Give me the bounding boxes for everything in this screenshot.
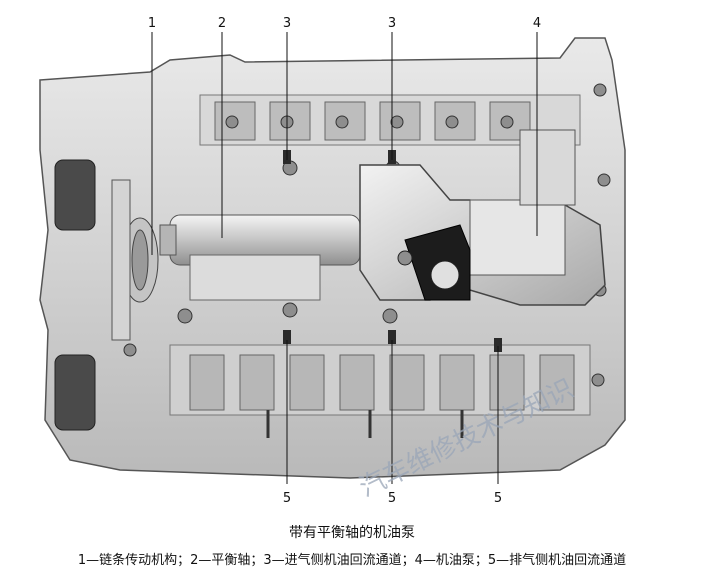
callout-5-right: 5 xyxy=(494,491,502,506)
callout-3-right: 3 xyxy=(388,16,396,31)
callout-1: 1 xyxy=(148,16,156,31)
callout-3-left: 3 xyxy=(283,16,291,31)
callout-2: 2 xyxy=(218,16,226,31)
callout-5-middle: 5 xyxy=(388,491,396,506)
callout-leaders xyxy=(151,32,538,484)
callout-4: 4 xyxy=(533,16,541,31)
figure-legend: 1—链条传动机构；2—平衡轴；3—进气侧机油回流通道；4—机油泵；5—排气侧机油… xyxy=(77,553,627,568)
chain-drive xyxy=(54,159,159,431)
figure-title: 带有平衡轴的机油泵 xyxy=(289,525,415,541)
oil-pump xyxy=(359,129,606,306)
callout-5-left: 5 xyxy=(283,491,291,506)
balance-shaft xyxy=(159,214,361,301)
